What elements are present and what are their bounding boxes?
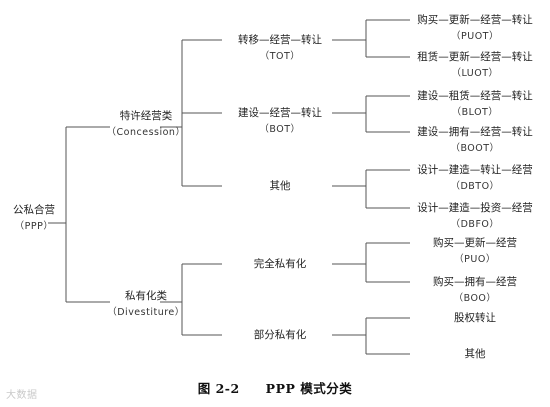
node-sub: （DBFO） [450, 219, 500, 231]
node-label: 租赁—更新—经营—转让 [417, 51, 533, 63]
node-sub: （DBTO） [450, 181, 500, 193]
node-concession: 特许经营类 （Concession） [107, 109, 186, 140]
node-dbfo: 设计—建造—投资—经营 （DBFO） [417, 201, 533, 232]
node-label: 其他 [464, 348, 486, 360]
node-sub: （TOT） [259, 51, 301, 63]
node-ppp: 公私合营 （PPP） [13, 203, 55, 234]
node-bot: 建设—经营—转让 （BOT） [238, 106, 322, 137]
node-label: 购买—拥有—经营 [433, 276, 517, 288]
node-dbto: 设计—建造—转让—经营 （DBTO） [417, 163, 533, 194]
node-sub: （BOOT） [450, 143, 500, 155]
node-boot: 建设—拥有—经营—转让 （BOOT） [417, 125, 533, 156]
node-sub: （PUO） [454, 254, 496, 266]
node-label: 购买—更新—经营—转让 [417, 14, 533, 26]
node-equity-transfer: 股权转让 [454, 311, 496, 325]
node-puot: 购买—更新—经营—转让 （PUOT） [417, 13, 533, 44]
node-boo: 购买—拥有—经营 （BOO） [433, 275, 517, 306]
node-label: 设计—建造—转让—经营 [417, 164, 533, 176]
node-label: 股权转让 [454, 312, 496, 324]
node-blot: 建设—租赁—经营—转让 （BLOT） [417, 89, 533, 120]
node-label: 私有化类 [125, 290, 167, 302]
node-sub: （BOO） [453, 293, 497, 305]
node-label: 建设—经营—转让 [238, 107, 322, 119]
node-label: 建设—拥有—经营—转让 [417, 126, 533, 138]
node-sub: （PUOT） [451, 31, 499, 43]
node-label: 其他 [269, 180, 291, 192]
node-label: 设计—建造—投资—经营 [417, 202, 533, 214]
watermark: 大数据 [6, 390, 38, 401]
node-partial-privatization: 部分私有化 [254, 328, 307, 342]
node-concession-other: 其他 [270, 179, 291, 193]
node-tot: 转移—经营—转让 （TOT） [238, 33, 322, 64]
node-divestiture: 私有化类 （Divestiture） [107, 289, 185, 320]
node-sub: （Divestiture） [107, 307, 185, 319]
node-label: 购买—更新—经营 [433, 237, 517, 249]
node-partial-other: 其他 [465, 347, 486, 361]
figure-caption: 图 2-2 PPP 模式分类 [197, 381, 353, 396]
node-label: 完全私有化 [253, 258, 307, 270]
node-label: 建设—租赁—经营—转让 [417, 90, 533, 102]
node-label: 转移—经营—转让 [238, 34, 322, 46]
node-sub: （LUOT） [451, 68, 499, 80]
node-full-privatization: 完全私有化 [254, 257, 307, 271]
node-label: 特许经营类 [119, 110, 173, 122]
node-puo: 购买—更新—经营 （PUO） [433, 236, 517, 267]
node-sub: （Concession） [106, 127, 186, 139]
node-luot: 租赁—更新—经营—转让 （LUOT） [417, 50, 533, 81]
node-sub: （PPP） [14, 221, 54, 233]
node-label: 公私合营 [13, 204, 55, 216]
node-label: 部分私有化 [253, 329, 307, 341]
node-sub: （BLOT） [451, 107, 499, 119]
node-sub: （BOT） [259, 124, 301, 136]
